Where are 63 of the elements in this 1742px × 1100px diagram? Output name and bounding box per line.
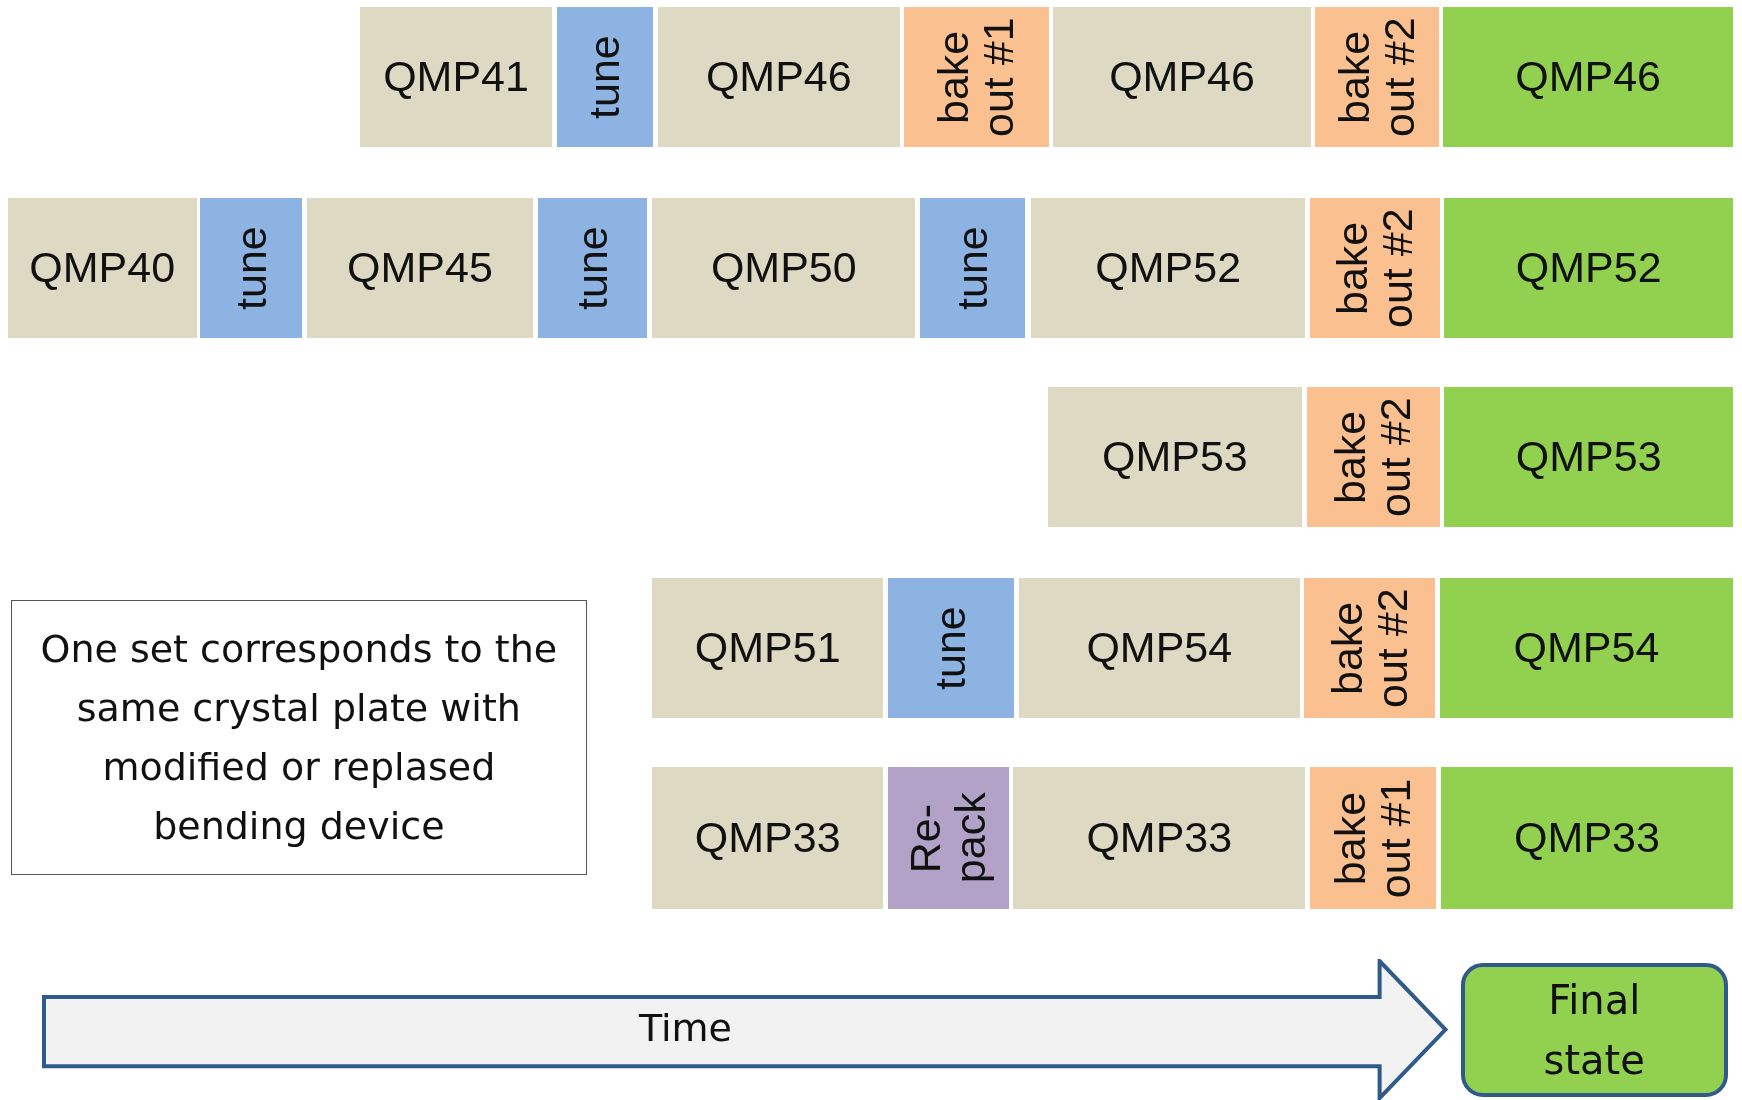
box-label: QMP45 — [347, 244, 493, 292]
box-label: bake out #2 — [1331, 15, 1423, 139]
note-text: One set corresponds to the same crystal plate with modified or replased bending device — [39, 625, 559, 850]
stage-box — [1047, 386, 1303, 527]
step-box — [1304, 577, 1436, 718]
step-box — [1309, 766, 1437, 909]
box-label: bake out #1 — [931, 15, 1022, 139]
box-label: QMP50 — [710, 244, 857, 292]
box-label: QMP46 — [1109, 53, 1255, 101]
step-box — [919, 197, 1026, 338]
final-state-box — [1460, 963, 1728, 1097]
step-box — [1309, 197, 1440, 338]
stage-box — [1440, 766, 1734, 909]
step-box — [1306, 386, 1440, 527]
box-label: QMP53 — [1101, 432, 1248, 481]
box-label: QMP33 — [1086, 814, 1233, 862]
step-box — [887, 577, 1015, 718]
step-box — [556, 6, 654, 147]
box-label: QMP40 — [29, 244, 176, 292]
box-label: QMP51 — [694, 624, 841, 672]
step-box — [537, 197, 647, 338]
step-box — [887, 766, 1009, 909]
box-label: QMP46 — [1515, 53, 1661, 101]
stage-box — [7, 197, 197, 338]
box-label: QMP46 — [705, 53, 852, 101]
box-label: QMP33 — [694, 814, 841, 862]
stage-box — [652, 577, 884, 718]
box-label: tune — [950, 224, 996, 312]
note-box — [11, 599, 587, 876]
box-label: tune — [569, 224, 615, 312]
box-label: tune — [228, 224, 274, 312]
stage-box — [306, 197, 534, 338]
step-box — [1315, 6, 1439, 147]
box-label: QMP52 — [1095, 244, 1242, 292]
stage-box — [359, 6, 553, 147]
box-label: QMP54 — [1513, 624, 1660, 672]
step-box — [199, 197, 303, 338]
box-label: QMP52 — [1515, 244, 1662, 292]
stage-box — [1053, 6, 1311, 147]
step-box — [904, 6, 1049, 147]
stage-box — [657, 6, 900, 147]
box-label: Final state — [1542, 975, 1646, 1085]
box-label: bake out #1 — [1328, 776, 1419, 900]
box-label: tune — [928, 604, 974, 692]
stage-box — [1444, 386, 1734, 527]
stage-box — [652, 766, 884, 909]
box-label: bake out #2 — [1328, 395, 1419, 519]
stage-box — [1439, 577, 1734, 718]
box-label: QMP41 — [383, 53, 529, 101]
box-label: bake out #2 — [1329, 206, 1420, 330]
stage-box — [652, 197, 916, 338]
box-label: QMP53 — [1515, 432, 1662, 481]
box-label: bake out #2 — [1324, 586, 1415, 710]
stage-box — [1030, 197, 1306, 338]
box-label: QMP54 — [1086, 624, 1233, 672]
box-label: Re- pack — [903, 791, 994, 886]
stage-box — [1018, 577, 1300, 718]
box-label: QMP33 — [1514, 814, 1660, 862]
box-label: tune — [582, 33, 628, 121]
stage-box — [1444, 197, 1734, 338]
axis-label: Time — [638, 1008, 732, 1051]
stage-box — [1013, 766, 1306, 909]
stage-box — [1443, 6, 1734, 147]
